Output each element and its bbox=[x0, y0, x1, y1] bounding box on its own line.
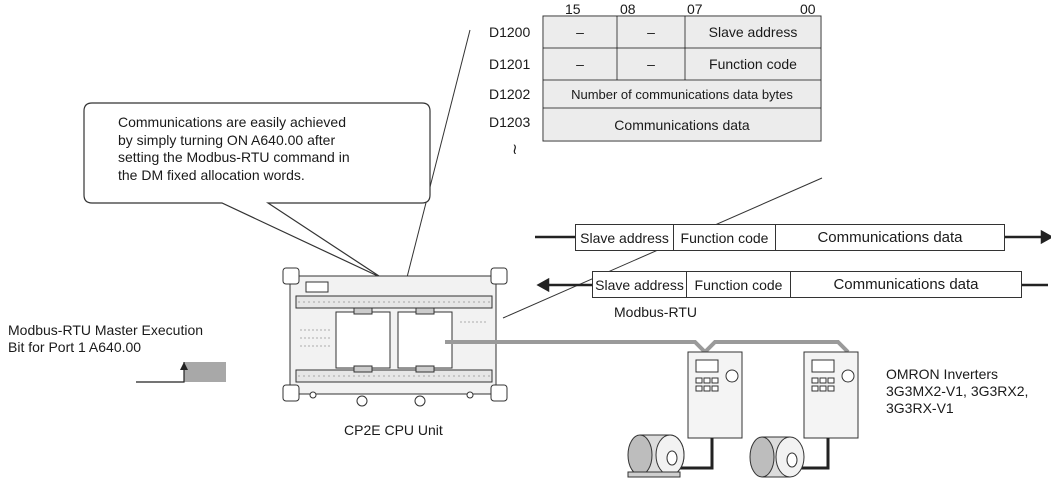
continuation-mark: ≀ bbox=[512, 141, 518, 158]
motor-2-drawing bbox=[749, 436, 805, 478]
receive-frame-communications-data: Communications data bbox=[833, 276, 979, 293]
bit-label-08: 08 bbox=[620, 1, 636, 17]
cell-d1200-high: – bbox=[544, 17, 616, 47]
inverters-line-2: 3G3MX2-V1, 3G3RX2, bbox=[886, 383, 1029, 399]
inverters-line-1: OMRON Inverters bbox=[886, 366, 999, 382]
plc-drawing bbox=[282, 267, 508, 407]
callout-line-3: setting the Modbus-RTU command in bbox=[118, 149, 350, 165]
receive-frame: Slave address Function code Communicatio… bbox=[592, 271, 1022, 298]
rs485-cable bbox=[445, 340, 850, 355]
bit-label-00: 00 bbox=[800, 1, 816, 17]
inverter-2-drawing bbox=[803, 351, 859, 439]
cell-d1200-mid: – bbox=[618, 17, 684, 47]
send-frame-communications-data: Communications data bbox=[817, 229, 963, 246]
cell-function-code: Function code bbox=[686, 49, 820, 79]
plc-terminals bbox=[298, 301, 490, 377]
master-execution-bit-label: Modbus-RTU Master Execution Bit for Port… bbox=[8, 322, 203, 356]
callout-balloon bbox=[83, 102, 431, 279]
dm-word-d1202: D1202 bbox=[489, 86, 531, 102]
inverters-label: OMRON Inverters 3G3MX2-V1, 3G3RX2, 3G3RX… bbox=[886, 366, 1028, 417]
receive-frame-function-code: Function code bbox=[687, 272, 791, 297]
bit-label-15: 15 bbox=[565, 1, 581, 17]
callout-line-1: Communications are easily achieved bbox=[118, 114, 346, 130]
send-frame: Slave address Function code Communicatio… bbox=[575, 224, 1005, 251]
dm-word-d1201: D1201 bbox=[489, 56, 531, 72]
callout-line-4: the DM fixed allocation words. bbox=[118, 166, 305, 183]
modbus-rtu-label: Modbus-RTU bbox=[614, 304, 697, 320]
bit-label-07: 07 bbox=[687, 1, 703, 17]
cell-d1201-high: – bbox=[544, 49, 616, 79]
master-bit-line-1: Modbus-RTU Master Execution bbox=[8, 322, 204, 338]
cell-communications-data: Communications data bbox=[544, 109, 820, 140]
motor-1-drawing bbox=[627, 434, 685, 478]
inverters-line-3: 3G3RX-V1 bbox=[886, 400, 954, 416]
cell-data-bytes: Number of communications data bytes bbox=[544, 81, 820, 107]
callout-line-2: by simply turning ON A640.00 after bbox=[118, 131, 336, 148]
plc-label: CP2E CPU Unit bbox=[344, 422, 443, 438]
dm-word-d1200: D1200 bbox=[489, 24, 531, 40]
callout-text: Communications are easily achieved by si… bbox=[118, 114, 418, 184]
cell-d1201-mid: – bbox=[618, 49, 684, 79]
send-frame-slave-address: Slave address bbox=[576, 225, 674, 250]
send-frame-function-code: Function code bbox=[674, 225, 776, 250]
dm-word-d1203: D1203 bbox=[489, 114, 531, 130]
master-bit-line-2: Bit for Port 1 A640.00 bbox=[8, 339, 142, 355]
cell-slave-address: Slave address bbox=[686, 17, 820, 47]
receive-frame-slave-address: Slave address bbox=[593, 272, 687, 297]
inverter-1-drawing bbox=[687, 351, 743, 439]
signal-pulse bbox=[136, 362, 226, 383]
